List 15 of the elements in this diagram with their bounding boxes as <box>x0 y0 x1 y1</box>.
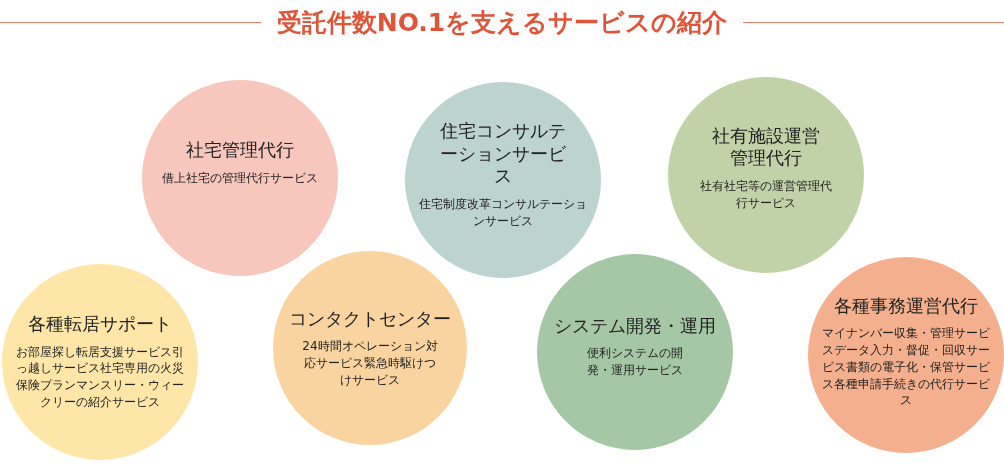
service-description: 借上社宅の管理代行サービス <box>162 170 318 185</box>
service-name: 社宅管理代行 <box>186 139 294 161</box>
service-name: 住宅コンサルテーションサービス <box>440 120 566 187</box>
service-description: お部屋探し転居支援サービス引っ越しサービス社宅専用の火災保険プランマンスリー・ウィークリーの紹介サービス <box>16 344 184 410</box>
service-name: 社有施設運営管理代行 <box>712 124 820 169</box>
service-description: 便利システムの開発・運用サービス <box>587 346 683 378</box>
service-description: 24時間オペレーション対応サービス緊急時駆けつけサービス <box>302 339 438 387</box>
service-description: 社有社宅等の運営管理代行サービス <box>700 178 832 210</box>
service-name: 各種転居サポート <box>28 313 172 335</box>
service-name: 各種事務運営代行 <box>834 294 978 316</box>
service-name: システム開発・運用 <box>554 314 716 336</box>
title: 受託件数NO.1を支えるサービスの紹介 <box>276 7 728 39</box>
service-name: コンタクトセンター <box>289 307 451 329</box>
service-description: 住宅制度改革コンサルテーションサービス <box>419 196 587 228</box>
service-description: マイナンバー収集・管理サービスデータ入力・督促・回収サービス書類の電子化・保管サービス各種申請手続きの代行サービス <box>822 326 990 408</box>
